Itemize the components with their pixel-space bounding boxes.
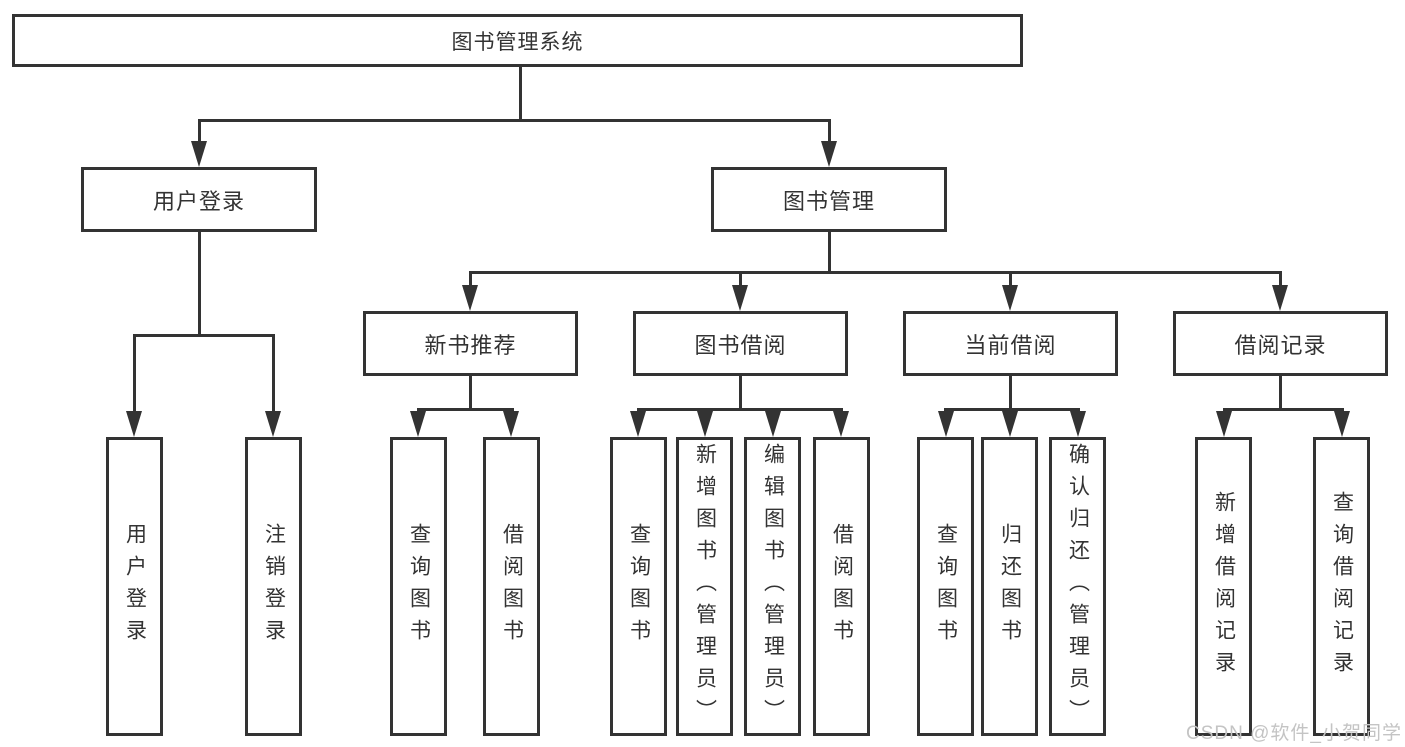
connector-user-login-split bbox=[133, 334, 275, 337]
connector-root-stem bbox=[519, 66, 522, 122]
connector-records-split bbox=[1223, 408, 1344, 411]
connector-current-split bbox=[944, 408, 1080, 411]
arrowhead-leaf-add-book bbox=[697, 411, 713, 437]
arrowhead-l3-newbook bbox=[462, 285, 478, 311]
leaf-query-books-2-label: 查询图书 bbox=[627, 522, 651, 651]
connector-records-down bbox=[1279, 374, 1282, 411]
csdn-watermark: CSDN @软件_小贺同学 bbox=[1186, 723, 1402, 744]
leaf-borrow-books-1: 借阅图书 bbox=[483, 437, 540, 736]
node-root-label: 图书管理系统 bbox=[451, 30, 584, 54]
node-new-book-recommendation-label: 新书推荐 bbox=[424, 332, 517, 358]
node-borrowing-records-label: 借阅记录 bbox=[1234, 332, 1327, 358]
arrowhead-leaf-borrow2 bbox=[833, 411, 849, 437]
connector-l3-current-stem bbox=[1009, 271, 1012, 289]
connector-user-login-down bbox=[198, 231, 201, 337]
leaf-query-books-1-label: 查询图书 bbox=[407, 522, 431, 651]
node-current-borrowing: 当前借阅 bbox=[903, 311, 1118, 376]
connector-newbook-split bbox=[417, 408, 514, 411]
arrowhead-leaf-query1 bbox=[410, 411, 426, 437]
leaf-query-books-1: 查询图书 bbox=[390, 437, 447, 736]
leaf-borrow-books-2-label: 借阅图书 bbox=[830, 522, 854, 651]
leaf-query-books-2: 查询图书 bbox=[610, 437, 667, 736]
leaf-query-borrow-record: 查询借阅记录 bbox=[1313, 437, 1370, 736]
leaf-logout-label: 注销登录 bbox=[262, 522, 286, 651]
arrowhead-leaf-logout bbox=[265, 411, 281, 437]
arrowhead-l3-records bbox=[1272, 285, 1288, 311]
connector-level2-split bbox=[198, 119, 831, 122]
arrowhead-user-login bbox=[191, 141, 207, 167]
leaf-edit-book-admin: 编辑图书（管理员） bbox=[744, 437, 801, 736]
connector-borrow-split bbox=[637, 408, 843, 411]
arrowhead-leaf-borrow1 bbox=[503, 411, 519, 437]
arrowhead-leaf-query-record bbox=[1334, 411, 1350, 437]
connector-user-login-stem bbox=[198, 119, 201, 147]
node-current-borrowing-label: 当前借阅 bbox=[964, 332, 1057, 358]
leaf-borrow-books-1-label: 借阅图书 bbox=[500, 522, 524, 651]
arrowhead-l3-current bbox=[1002, 285, 1018, 311]
node-book-management: 图书管理 bbox=[711, 167, 947, 232]
connector-borrow-down bbox=[739, 374, 742, 411]
leaf-borrow-books-2: 借阅图书 bbox=[813, 437, 870, 736]
leaf-edit-book-admin-label: 编辑图书（管理员） bbox=[761, 442, 785, 731]
node-borrowing-records: 借阅记录 bbox=[1173, 311, 1388, 376]
arrowhead-leaf-confirm-return bbox=[1070, 411, 1086, 437]
node-book-borrowing-label: 图书借阅 bbox=[694, 332, 787, 358]
connector-leaf-user-login-stem bbox=[133, 334, 136, 414]
arrowhead-leaf-add-record bbox=[1216, 411, 1232, 437]
arrowhead-leaf-user-login bbox=[126, 411, 142, 437]
connector-level3-split bbox=[469, 271, 1282, 274]
node-user-login-label: 用户登录 bbox=[152, 188, 245, 214]
leaf-return-books: 归还图书 bbox=[981, 437, 1038, 736]
node-new-book-recommendation: 新书推荐 bbox=[363, 311, 578, 376]
arrowhead-leaf-query3 bbox=[938, 411, 954, 437]
leaf-confirm-return-admin-label: 确认归还（管理员） bbox=[1066, 442, 1090, 731]
leaf-query-books-3: 查询图书 bbox=[917, 437, 974, 736]
connector-book-mgmt-stem bbox=[828, 119, 831, 147]
leaf-add-book-admin-label: 新增图书（管理员） bbox=[693, 442, 717, 731]
connector-l3-newbook-stem bbox=[469, 271, 472, 289]
leaf-add-borrow-record: 新增借阅记录 bbox=[1195, 437, 1252, 736]
node-user-login: 用户登录 bbox=[81, 167, 317, 232]
arrowhead-book-mgmt bbox=[821, 141, 837, 167]
leaf-user-login-label: 用户登录 bbox=[123, 522, 147, 651]
leaf-confirm-return-admin: 确认归还（管理员） bbox=[1049, 437, 1106, 736]
arrowhead-leaf-edit-book bbox=[765, 411, 781, 437]
arrowhead-leaf-return bbox=[1002, 411, 1018, 437]
connector-newbook-down bbox=[469, 374, 472, 411]
connector-l3-records-stem bbox=[1279, 271, 1282, 289]
connector-book-mgmt-down bbox=[828, 231, 831, 274]
node-book-management-label: 图书管理 bbox=[782, 188, 875, 214]
arrowhead-l3-borrow bbox=[732, 285, 748, 311]
leaf-user-login: 用户登录 bbox=[106, 437, 163, 736]
leaf-add-borrow-record-label: 新增借阅记录 bbox=[1212, 490, 1236, 683]
leaf-logout: 注销登录 bbox=[245, 437, 302, 736]
connector-current-down bbox=[1009, 374, 1012, 411]
node-root: 图书管理系统 bbox=[12, 14, 1023, 67]
leaf-query-books-3-label: 查询图书 bbox=[934, 522, 958, 651]
leaf-add-book-admin: 新增图书（管理员） bbox=[676, 437, 733, 736]
connector-leaf-logout-stem bbox=[272, 334, 275, 414]
arrowhead-leaf-query2 bbox=[630, 411, 646, 437]
connector-l3-borrow-stem bbox=[739, 271, 742, 289]
leaf-return-books-label: 归还图书 bbox=[998, 522, 1022, 651]
node-book-borrowing: 图书借阅 bbox=[633, 311, 848, 376]
leaf-query-borrow-record-label: 查询借阅记录 bbox=[1330, 490, 1354, 683]
